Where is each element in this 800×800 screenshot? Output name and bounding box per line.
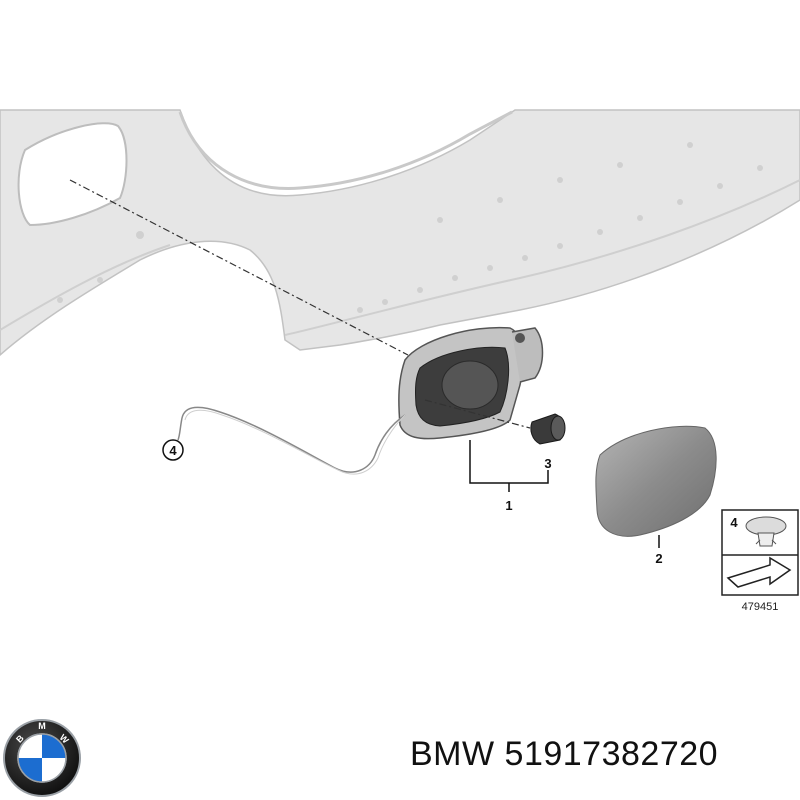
- bmw-logo: B M W: [3, 719, 81, 797]
- fuel-cap-cover: [595, 425, 717, 537]
- assembly-bracket: [469, 440, 549, 492]
- part-caption: BMW 51917382720: [410, 735, 718, 774]
- leader-line-panel: [69, 179, 409, 356]
- callout-cable: 4: [162, 439, 184, 461]
- arrow-symbol-icon: [726, 556, 792, 588]
- plug: [530, 413, 566, 445]
- callout-cable-label: 4: [169, 443, 177, 458]
- callout-clip: 4: [730, 515, 738, 530]
- quarter-panel: [0, 109, 800, 356]
- callout-fuel-door-assembly: 1: [505, 498, 512, 513]
- callout-fuel-cap-cover: 2: [655, 551, 662, 566]
- cable: [177, 406, 406, 475]
- clip-icon: [745, 516, 787, 547]
- svg-text:M: M: [38, 721, 46, 731]
- callout-plug: 3: [544, 456, 551, 471]
- fuel-filler-housing: [398, 326, 544, 440]
- caption-brand: BMW: [410, 735, 495, 773]
- leader-line-plug: [424, 399, 531, 429]
- clip-inset-box: 4: [721, 509, 799, 596]
- caption-part-number: 51917382720: [504, 735, 719, 773]
- reference-number: 479451: [742, 601, 779, 613]
